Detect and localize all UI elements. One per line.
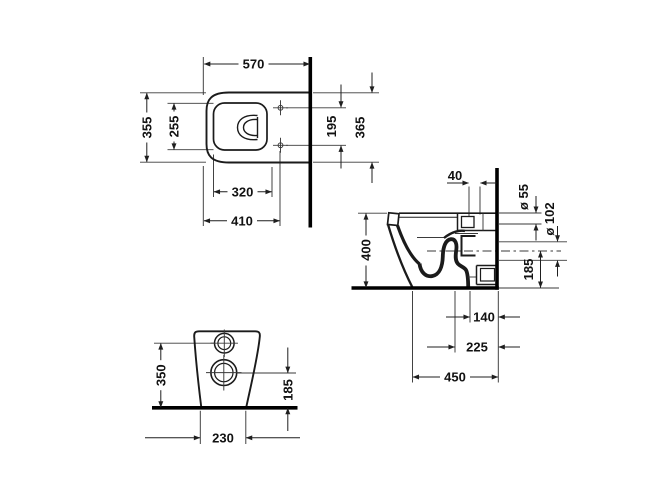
side-extension-lines — [358, 186, 567, 383]
dim-label-dia55: ø 55 — [516, 184, 531, 210]
dim-label-40: 40 — [448, 168, 462, 183]
front-dimension-lines — [145, 343, 300, 441]
dim-label-570: 570 — [243, 57, 265, 72]
dim-label-140: 140 — [473, 310, 495, 325]
plan-view: 570 355 255 195 365 320 410 — [139, 57, 379, 228]
side-outlet-spigot — [468, 264, 497, 286]
dim-label-195: 195 — [324, 116, 339, 138]
dim-label-dia102: ø 102 — [542, 202, 557, 235]
side-section-view: 40 ø 55 ø 102 400 185 140 225 450 — [351, 168, 567, 385]
dim-label-365: 365 — [353, 117, 368, 139]
dim-label-230: 230 — [212, 430, 234, 445]
plan-bowl-outline — [205, 91, 310, 164]
side-toilet-profile — [386, 211, 497, 289]
side-outlet-knockout — [460, 235, 476, 257]
dim-label-225: 225 — [466, 340, 488, 355]
dim-label-255: 255 — [167, 116, 182, 138]
side-rim-front-block — [386, 211, 400, 227]
front-extension-lines — [154, 342, 296, 444]
dim-label-400: 400 — [359, 239, 374, 261]
plan-extension-lines — [140, 57, 379, 226]
front-view: 350 185 230 — [145, 329, 300, 445]
side-front-face — [386, 224, 414, 289]
dim-label-185-front: 185 — [280, 379, 295, 401]
side-inlet-spud — [455, 213, 496, 234]
side-bowl-front-wall — [395, 224, 421, 266]
plan-seat-opening — [212, 102, 268, 151]
dim-label-355: 355 — [139, 117, 154, 139]
dim-label-320: 320 — [232, 184, 254, 199]
front-inlet-hole — [210, 329, 238, 357]
plan-dimension-lines — [144, 61, 375, 224]
dim-label-185-side: 185 — [521, 259, 536, 281]
plan-fixing-hole-bottom — [273, 137, 288, 153]
plan-drain-glyph — [236, 114, 259, 141]
front-body-outline — [193, 330, 261, 408]
dim-label-450: 450 — [444, 370, 466, 385]
dim-label-350: 350 — [153, 364, 168, 386]
dim-label-410: 410 — [231, 213, 253, 228]
plan-fixing-hole-top — [273, 100, 288, 116]
side-trap-curve — [417, 237, 471, 289]
front-outlet-hole — [206, 355, 242, 391]
